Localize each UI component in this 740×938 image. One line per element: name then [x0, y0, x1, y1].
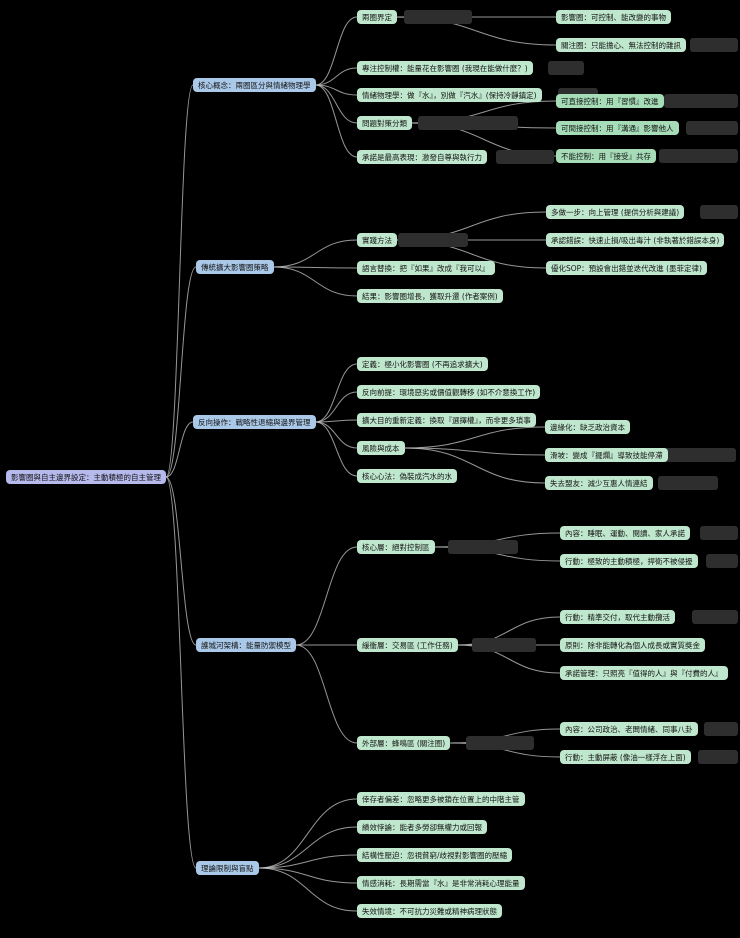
leaf-node[interactable]: 多做一步：向上管理 (提供分析與建議) — [546, 205, 685, 219]
ghost-bar — [706, 554, 738, 568]
ghost-bar — [700, 205, 738, 219]
topic-node[interactable]: 結果：影響圈增長，獲取升遷 (作者案例) — [357, 289, 503, 303]
branch-reverse-operation[interactable]: 反向操作：戰略性退縮與邊界管理 — [193, 415, 316, 429]
topic-node[interactable]: 失效情境：不可抗力災難或精神病理狀態 — [357, 904, 502, 918]
branch-moat-framework[interactable]: 護城河架構：能量防禦模型 — [196, 638, 296, 652]
topic-node[interactable]: 情感消耗：長期需當『水』是非常消耗心理能量 — [357, 876, 525, 890]
ghost-bar — [692, 610, 738, 624]
leaf-node[interactable]: 可直接控制：用『習慣』改進 — [556, 94, 664, 108]
leaf-node[interactable]: 原則：除非能轉化為個人成長或實質獎金 — [560, 638, 705, 652]
leaf-node[interactable]: 行動：極致的主動積極，捍衛不被侵擾 — [560, 554, 698, 568]
ghost-bar — [448, 540, 518, 554]
leaf-node[interactable]: 行動：精準交付，取代主動攬活 — [560, 610, 675, 624]
topic-node[interactable]: 擴大目的重新定義：換取『選擇權』，而非更多瑣事 — [357, 413, 536, 427]
leaf-node[interactable]: 滑坡：變成『擺爛』導致技能停滯 — [545, 448, 668, 462]
leaf-node[interactable]: 承諾管理：只照亮『值得的人』與『付費的人』 — [560, 666, 728, 680]
topic-node[interactable]: 核心心法：偽裝成汽水的水 — [357, 469, 457, 483]
leaf-node[interactable]: 影響圈：可控制、能改變的事物 — [556, 10, 671, 24]
topic-node[interactable]: 實踐方法 — [357, 233, 397, 247]
topic-node[interactable]: 風險與成本 — [357, 441, 405, 455]
topic-node[interactable]: 定義：極小化影響圈 (不再追求擴大) — [357, 357, 488, 371]
ghost-bar — [700, 526, 738, 540]
topic-node[interactable]: 倖存者偏差：忽略更多被鎖在位置上的中階主管 — [357, 792, 525, 806]
topic-node[interactable]: 結構性壓迫：忽視貧窮/歧視對影響圈的壓縮 — [357, 848, 513, 862]
leaf-node[interactable]: 失去盟友：減少互惠人情連結 — [545, 476, 653, 490]
ghost-bar — [659, 149, 738, 163]
leaf-node[interactable]: 承認錯誤：快速止損/吸出毒汁 (非執著於錯誤本身) — [546, 233, 725, 247]
ghost-bar — [418, 116, 518, 130]
ghost-bar — [704, 722, 738, 736]
ghost-bar — [496, 150, 554, 164]
topic-node[interactable]: 承諾是最高表現：激發自尊與執行力 — [357, 150, 487, 164]
ghost-bar — [690, 38, 738, 52]
topic-node[interactable]: 情緒物理學：做『水』，別做『汽水』(保持冷靜鎮定) — [357, 88, 542, 102]
topic-node[interactable]: 兩圈界定 — [357, 10, 397, 24]
topic-node[interactable]: 反向前提：環境惡劣或價值觀轉移 (如不介意換工作) — [357, 385, 541, 399]
ghost-bar — [686, 121, 738, 135]
ghost-bar — [664, 94, 738, 108]
ghost-bar — [472, 638, 536, 652]
ghost-bar — [466, 736, 534, 750]
topic-node[interactable]: 核心層：絕對控制區 — [357, 540, 435, 554]
leaf-node[interactable]: 不能控制：用『接受』共存 — [556, 149, 656, 163]
ghost-bar — [658, 476, 718, 490]
topic-node[interactable]: 緩衝層：交易區 (工作任務) — [357, 638, 458, 652]
branch-traditional-expansion[interactable]: 傳統擴大影響圈策略 — [196, 260, 274, 274]
leaf-node[interactable]: 內容：公司政治、老闆情緒、同事八卦 — [560, 722, 698, 736]
leaf-node[interactable]: 關注圈：只能擔心、無法控制的雜訊 — [556, 38, 686, 52]
topic-node[interactable]: 問題對策分類 — [357, 116, 412, 130]
ghost-bar — [398, 233, 468, 247]
root-topic[interactable]: 影響圈與自主邊界設定：主動積極的自主管理 — [6, 470, 166, 484]
leaf-node[interactable]: 可間接控制：用『溝通』影響他人 — [556, 121, 679, 135]
topic-node[interactable]: 語言替換：把『如果』改成『我可以』 — [357, 261, 495, 275]
topic-node[interactable]: 外部層：蜂鳴區 (關注圈) — [357, 736, 451, 750]
leaf-node[interactable]: 內容：睡眠、運動、閱讀、家人承諾 — [560, 526, 690, 540]
topic-node[interactable]: 績效悖論：能者多勞卻無權力或回報 — [357, 820, 487, 834]
ghost-bar — [404, 10, 472, 24]
leaf-node[interactable]: 邊緣化：缺乏政治資本 — [545, 420, 630, 434]
leaf-node[interactable]: 行動：主動屏蔽 (像油一樣浮在上面) — [560, 750, 691, 764]
leaf-node[interactable]: 優化SOP：預設會出錯並迭代改進 (墨菲定律) — [546, 261, 707, 275]
branch-core-concepts[interactable]: 核心概念：兩圈區分與情緒物理學 — [193, 78, 316, 92]
branch-theory-limits[interactable]: 理論限制與盲點 — [196, 861, 259, 875]
ghost-bar — [548, 61, 584, 75]
topic-node[interactable]: 專注控制權：能量花在影響圈 (我現在能做什麼？) — [357, 61, 533, 75]
ghost-bar — [698, 750, 738, 764]
